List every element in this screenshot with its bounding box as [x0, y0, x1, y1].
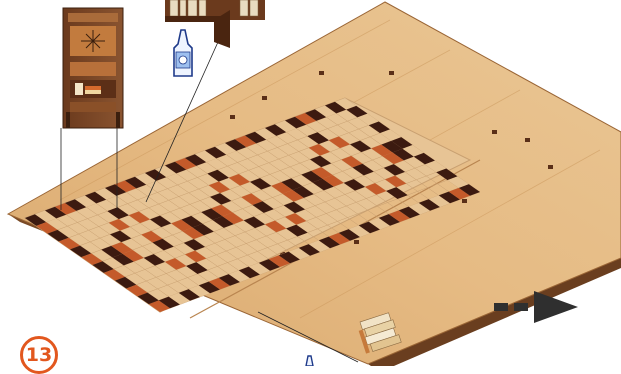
step-number-badge: 13 [20, 336, 58, 374]
glue-bottle-icon [174, 30, 192, 76]
assembly-illustration [0, 0, 621, 366]
glue-bottle-icon-bottom [306, 356, 313, 366]
